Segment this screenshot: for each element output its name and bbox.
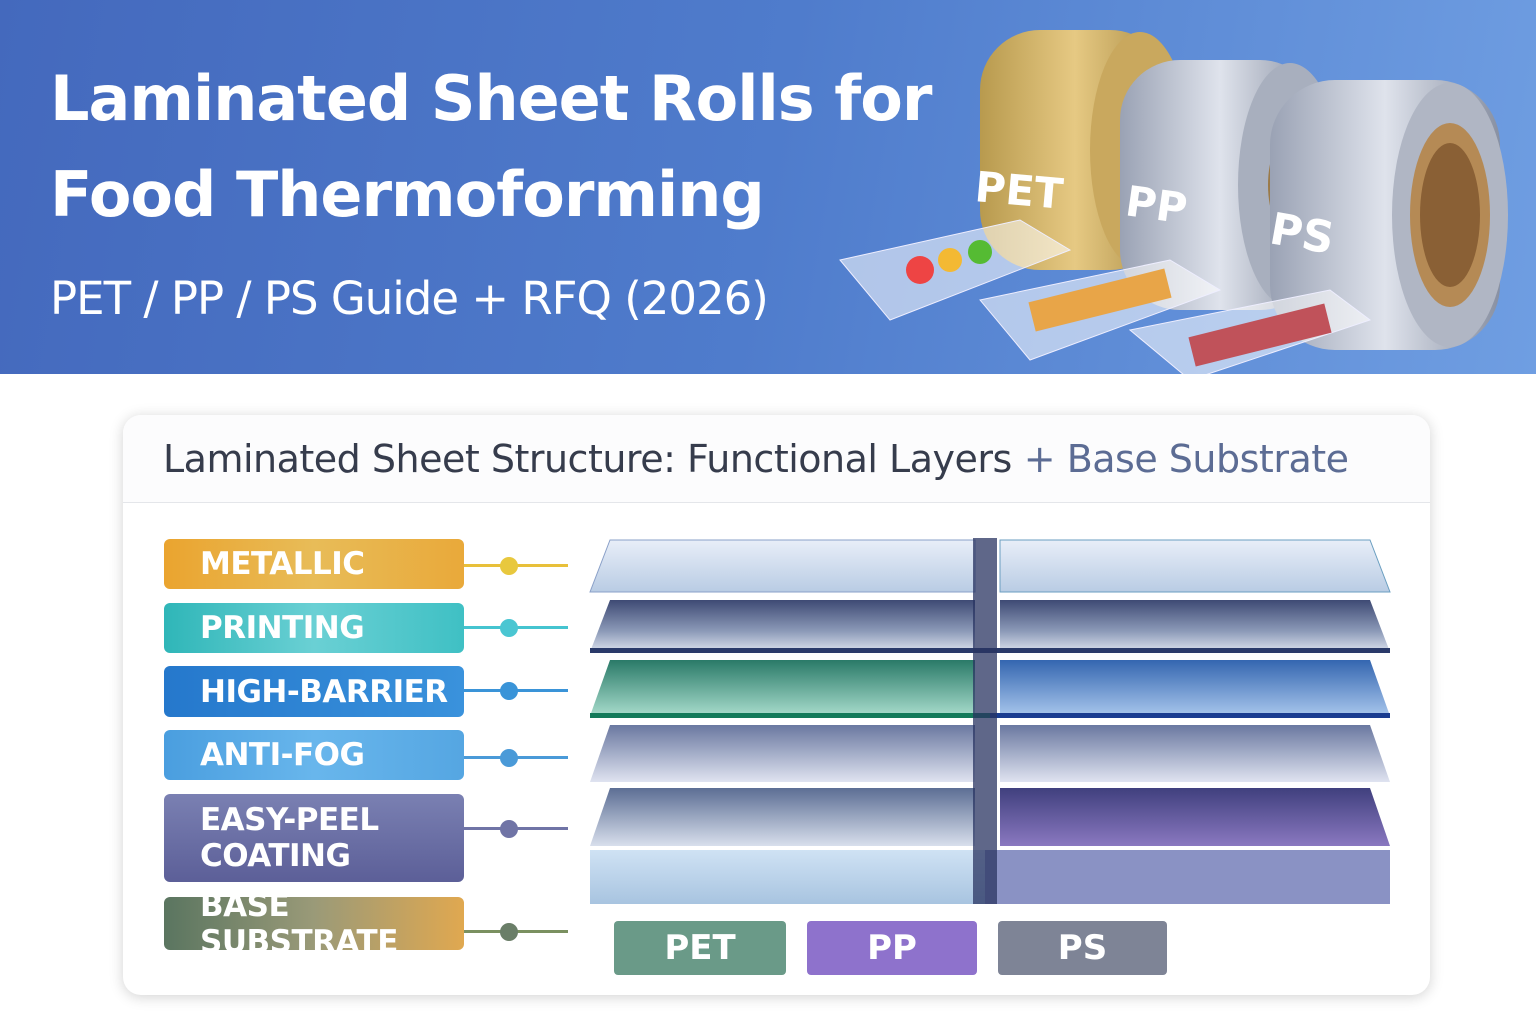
layer-label-metallic: METALLIC (164, 539, 464, 589)
stack-divider (973, 538, 997, 904)
material-badge-pet: PET (614, 921, 786, 975)
connector-dot (500, 820, 518, 838)
page-title-line1: Laminated Sheet Rolls for (50, 62, 932, 135)
card-title: Laminated Sheet Structure: Functional La… (163, 436, 1012, 481)
material-badge-pp: PP (807, 921, 977, 975)
card-title-accent: + Base Substrate (1023, 436, 1349, 481)
page-title-line2: Food Thermoforming (50, 158, 765, 231)
layer-metallic (589, 539, 1391, 593)
roll-label-pp: PP (1123, 176, 1191, 233)
layer-high-barrier (590, 660, 1390, 718)
connector-dot (500, 749, 518, 767)
material-badge-ps: PS (998, 921, 1167, 975)
layer-easy-peel (590, 788, 1390, 846)
layer-anti-fog (590, 725, 1390, 782)
roll-label-pet: PET (973, 162, 1065, 219)
sheet-rolls-illustration: PET PP PS (839, 30, 1508, 374)
layer-label-base-substrate: BASE SUBSTRATE (164, 888, 464, 960)
hero-banner: Laminated Sheet Rolls for Food Thermofor… (0, 0, 1536, 374)
layer-label-easy-peel-coating: EASY-PEEL COATING (164, 794, 464, 882)
page-subtitle: PET / PP / PS Guide + RFQ (2026) (50, 272, 769, 325)
layer-base-substrate (590, 850, 1390, 904)
connector-dot (500, 557, 518, 575)
layer-label-anti-fog: ANTI-FOG (164, 730, 464, 780)
card-header: Laminated Sheet Structure: Functional La… (123, 415, 1430, 503)
layer-label-high-barrier: HIGH-BARRIER (164, 666, 464, 717)
layer-printing (590, 600, 1390, 653)
layer-stack-illustration (589, 538, 1391, 904)
roll-label-ps: PS (1266, 203, 1338, 264)
connector-dot (500, 619, 518, 637)
food-trays (839, 219, 1372, 374)
roll-ps (1270, 80, 1508, 350)
connector-dot (500, 923, 518, 941)
layer-label-printing: PRINTING (164, 603, 464, 653)
connector-dot (500, 682, 518, 700)
